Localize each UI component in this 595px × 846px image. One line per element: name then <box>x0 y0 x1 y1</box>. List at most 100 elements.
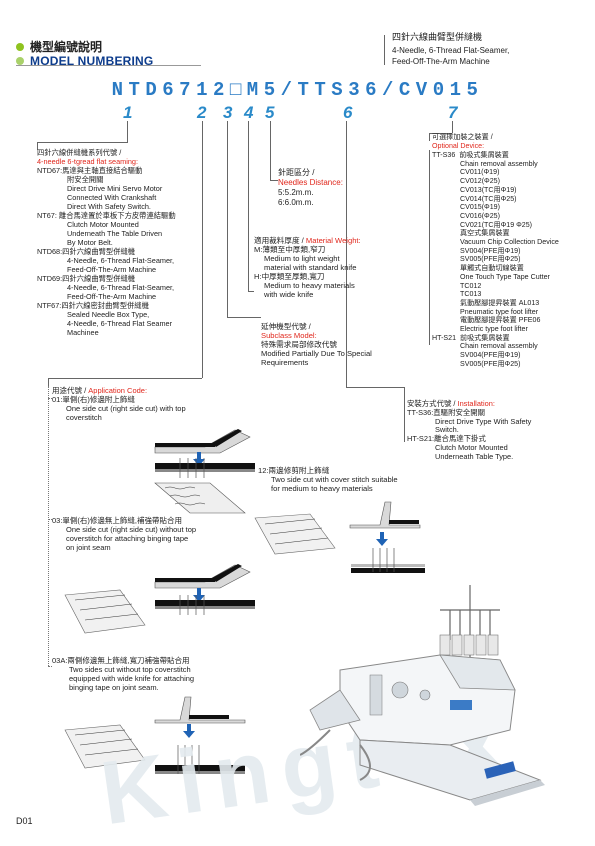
series-en: 4-needle 6-tgread flat seaming: <box>37 157 139 166</box>
optional-line: CV011(Φ19) <box>460 168 500 177</box>
series-ntf67-lines: Sealed Needle Box Type,4-Needle, 6-Threa… <box>37 310 176 337</box>
app-tick <box>48 519 52 520</box>
material-line: M:薄類至中厚類,窄刀 <box>254 245 326 254</box>
model-code: NTD6712□M5/TTS36/CV015 <box>111 79 484 101</box>
series-zh-desc: 馬達與主軸直接結合驅動 <box>62 166 143 175</box>
material-zh: 適用裁料厚度 / <box>254 236 304 245</box>
series-ntd68: NTD68:四針六線曲臂型併縫機 <box>37 247 176 256</box>
series-zh-desc: 離合馬達置於車板下方皮帶連結驅動 <box>58 211 176 220</box>
subclass-line: Modified Partially Due To Special <box>261 349 372 358</box>
material-en: Material Weight: <box>305 236 361 245</box>
optional-line: Vacuum Chip Collection Device <box>460 238 559 247</box>
series-zh-desc: 四針六線曲臂型併縫機 <box>62 274 136 283</box>
subclass-line: 特殊需求局部修改代號 <box>261 340 337 349</box>
line: Direct Drive Mini Servo Motor <box>67 184 163 193</box>
optional-line: TC012 <box>460 281 482 290</box>
fabric-sample-01 <box>254 513 336 555</box>
installation-line: Direct Drive Type With Safety <box>435 416 532 426</box>
optional-line: SV004(PFE用Φ19) <box>460 351 521 360</box>
application-bracket <box>48 386 49 666</box>
installation-line: Switch. <box>435 425 459 435</box>
optional-line: TC013 <box>460 290 482 299</box>
code-number-2: 2 <box>197 103 207 122</box>
needle-option: 6:6.0m.m. <box>278 198 314 207</box>
series-ntd68-lines: 4-Needle, 6-Thread Flat-Seamer,Feed-Off-… <box>37 256 176 274</box>
seam-diagram-03-top <box>154 564 251 589</box>
header-en-row: MODEL NUMBERING <box>16 54 153 68</box>
installation-line: HT-S21:離合馬達下掛式 <box>407 434 486 444</box>
series-ntd69-lines: 4-Needle, 6-Thread Flat-Seamer,Feed-Off-… <box>37 283 176 301</box>
series-zh: 四針六線併縫機系列代號 / <box>37 148 122 157</box>
connector-1v <box>37 142 38 150</box>
optional-line: 電動壓腳提昇裝置 PFE06 <box>460 316 541 325</box>
connector-5 <box>270 121 271 181</box>
connector-3h <box>227 317 261 318</box>
material-line: Medium to light weight <box>264 254 340 263</box>
installation-zh: 安裝方式代號 / <box>407 399 456 408</box>
code-number-5: 5 <box>265 103 275 122</box>
line: Feed-Off-The-Arm Machine <box>67 265 157 274</box>
line: 附安全開關 <box>67 175 104 184</box>
connector-3 <box>227 121 228 317</box>
optional-line: CV021(TC用Φ19 Φ25) <box>460 220 533 229</box>
app-line: for medium to heavy materials <box>271 484 373 493</box>
connector-5h <box>270 180 278 181</box>
arrow-down-icon <box>183 724 195 738</box>
needle-option: 5:5.2m.m. <box>278 188 314 197</box>
optional-line: TT-S36 前吸式集屑裝置 <box>432 151 509 159</box>
optional-line: Pneumatic type foot lifter <box>460 307 539 316</box>
connector-7v <box>429 133 430 141</box>
app-line: One side cut (right side cut) without to… <box>66 525 197 534</box>
optional-line: CV015(Φ19) <box>460 203 500 212</box>
series-zh-desc: 四針六線曲臂型併縫機 <box>62 247 136 256</box>
series-zh-desc: 四針六線密封曲臂型併縫機 <box>61 301 149 310</box>
optional-zh: 可選擇加裝之裝置 / <box>432 133 493 141</box>
connector-6v <box>404 387 405 442</box>
application-en: Application Code: <box>88 386 148 395</box>
installation-line: TT-S36:直驅附安全開關 <box>407 407 486 417</box>
app-line: on joint seam <box>66 543 111 552</box>
line: 4-Needle, 6-Thread Flat-Seamer, <box>67 256 175 265</box>
optional-line: 真空式集屑裝置 <box>460 229 510 238</box>
optional-bracket <box>429 150 430 345</box>
optional-line: Chain removal assembly <box>460 159 538 168</box>
header-zh-row: 機型編號說明 <box>16 38 102 55</box>
material-line: H:中厚類至厚類,寬刀 <box>254 272 325 281</box>
seam-diagram-03-bottom <box>155 595 255 615</box>
subclass-en: Subclass Model: <box>261 331 317 340</box>
optional-line: CV013(TC用Φ19) <box>460 185 517 194</box>
page-number: D01 <box>16 816 33 826</box>
application-header: 用途代號 / Application Code: <box>52 386 147 395</box>
sewing-machine-illustration <box>300 585 545 806</box>
series-code: NTD67: <box>37 166 63 175</box>
needle-zh: 針距區分 / <box>278 168 315 177</box>
connector-6 <box>346 121 347 387</box>
series-ntf67: NTF67:四針六線密封曲臂型併縫機 <box>37 301 176 310</box>
series-code: NTD68: <box>37 247 63 256</box>
app-tick <box>48 398 52 399</box>
material-line: Medium to heavy materials <box>264 281 355 290</box>
connector-2v <box>48 378 49 386</box>
connector-6h <box>346 387 404 388</box>
seam-diagram-03a-top <box>154 696 246 724</box>
series-nt67: NT67: 離合馬達置於車板下方皮帶連結驅動 <box>37 211 176 220</box>
optional-line: Chain removal assembly <box>460 342 538 351</box>
needle-en: Needles Distance: <box>278 178 343 187</box>
line: Clutch Motor Mounted <box>67 220 139 229</box>
app-tick <box>48 666 52 667</box>
line: Direct With Safety Switch. <box>67 202 151 211</box>
line: Sealed Needle Box Type, <box>67 310 150 319</box>
subclass-zh: 延伸機型代號 / <box>261 322 311 331</box>
optional-line: CV016(Φ25) <box>460 211 500 220</box>
header-zh-title: 機型編號說明 <box>30 40 103 54</box>
code-number-7: 7 <box>448 103 458 122</box>
title-bracket <box>384 35 389 65</box>
series-code: NTD69: <box>37 274 63 283</box>
connector-1h <box>37 142 127 143</box>
optional-line: SV004(PFE用Φ19) <box>460 246 521 255</box>
line: Feed-Off-The-Arm Machine <box>67 292 157 301</box>
optional-line: SV005(PFE用Φ25) <box>460 255 521 264</box>
